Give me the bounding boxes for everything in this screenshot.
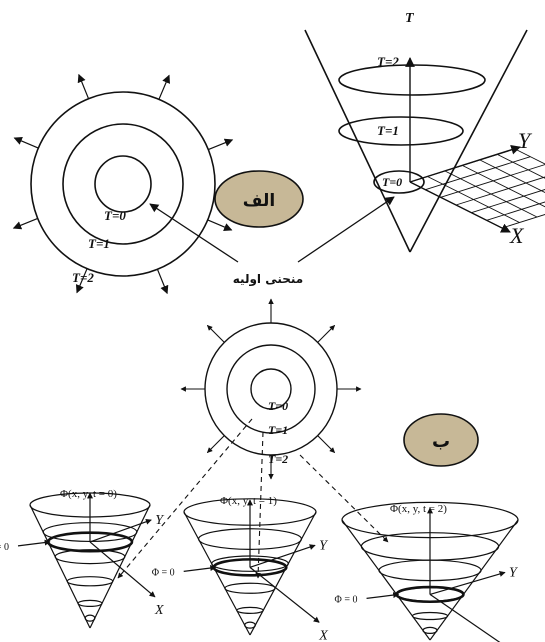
- axis-x: [429, 593, 501, 642]
- grid-line: [479, 159, 545, 194]
- ring-label-t2-b: T=2: [268, 452, 288, 466]
- front-rings-a: [30, 91, 216, 277]
- cone-slice-t0: [373, 170, 425, 194]
- cone-slice: [54, 549, 126, 565]
- projection-t0: [117, 418, 253, 579]
- axis-x: [249, 566, 320, 623]
- outward-arrow: [206, 435, 225, 454]
- cone-slice: [411, 611, 449, 621]
- cone-title: Φ(x, y, t = 2): [390, 503, 447, 515]
- ring-t0-a: [94, 155, 152, 213]
- axis-y: [249, 544, 316, 568]
- cone-side-left: [183, 511, 251, 636]
- phi-zero-pointer: [17, 539, 51, 547]
- ring-t1-b: [226, 344, 316, 434]
- cone-title: Φ(x, y, t = 1): [220, 495, 277, 507]
- ring-t2-a: [30, 91, 216, 277]
- outward-arrow: [208, 138, 234, 151]
- cone-slice: [244, 621, 256, 629]
- cones-b: Φ(x, y, t = 0) Φ = 0 Y X Φ(x, y, t = 1) Φ = 0…: [0, 488, 519, 642]
- cone-label-t0: T=0: [382, 175, 402, 189]
- cone-slice: [236, 606, 264, 615]
- projection-lines-b: [117, 418, 389, 579]
- cone-a: [304, 29, 528, 253]
- badge-ellipse-b: [403, 413, 479, 467]
- cone-slice-t2: [338, 64, 486, 96]
- outward-arrow: [317, 435, 336, 454]
- cone-b-2: Φ(x, y, t = 1) Φ = 0 Y X: [152, 495, 329, 642]
- outward-arrows-a: [12, 73, 234, 295]
- grid-line: [501, 214, 545, 229]
- cone-slice: [422, 626, 438, 635]
- outward-arrow: [158, 74, 171, 100]
- phi-zero-label: Φ = 0: [335, 594, 358, 605]
- axis-x-a: [409, 181, 511, 233]
- cone-b-3: Φ(x, y, t = 2)Φ = 0YX: [335, 501, 519, 642]
- outward-arrow: [317, 324, 336, 343]
- axis-x-label: X: [318, 628, 328, 642]
- outward-arrow: [13, 136, 39, 149]
- caption-pointer-right: [297, 196, 395, 263]
- axis-y-label-a: Y: [518, 128, 533, 153]
- cone-b-1: Φ(x, y, t = 0) Φ = 0 Y X: [0, 488, 165, 629]
- axis-y: [429, 571, 506, 595]
- panel-a: T=0 T=1 T=2 الف منحنی اولیه T T=2 T=1 T=…: [12, 11, 545, 295]
- cone-side-left: [341, 519, 431, 641]
- axis-y-label: Y: [155, 513, 165, 528]
- panel-b: T=0 T=1 T=2 ب Φ(x, y, t = 0)Φ = 0YXΦ(x, …: [0, 298, 519, 642]
- ring-t1-a: [62, 123, 184, 245]
- axis-y-label: Y: [319, 538, 329, 553]
- outward-arrows-b: [180, 298, 362, 480]
- outward-arrow: [77, 73, 90, 99]
- ring-t0-b: [250, 368, 292, 410]
- cone-side-right: [429, 519, 519, 641]
- phi-zero-pointer: [366, 592, 400, 599]
- grid-line: [497, 154, 545, 179]
- cone-label-t2: T=2: [377, 54, 399, 69]
- ring-label-t1-a: T=1: [88, 236, 110, 251]
- outward-arrow: [75, 268, 88, 294]
- cone-slice: [84, 614, 96, 622]
- caption-pointer-left: [149, 203, 239, 263]
- grid-line: [471, 189, 545, 214]
- cone-slice: [66, 576, 114, 587]
- axis-x-label-a: X: [509, 223, 525, 248]
- cone-title: Φ(x, y, t = 0): [60, 488, 117, 500]
- outward-arrow: [207, 219, 233, 232]
- ring-label-t0-b: T=0: [268, 399, 288, 413]
- axis-y-a: [409, 145, 521, 183]
- outward-arrow: [156, 269, 169, 295]
- cone-slice: [224, 582, 276, 594]
- outward-arrow: [206, 324, 225, 343]
- cone-slice-t1: [338, 116, 464, 146]
- outward-arrow: [12, 217, 38, 230]
- grid-line: [514, 148, 545, 165]
- projection-t1: [255, 431, 264, 579]
- cone-side-right-a: [409, 29, 528, 253]
- axis-top-label-a: T: [405, 11, 415, 26]
- ring-label-t1-b: T=1: [268, 423, 288, 437]
- phi-zero-label: Φ = 0: [0, 542, 9, 553]
- cone-side-left: [29, 504, 91, 629]
- phi-zero-pointer: [183, 565, 217, 572]
- axis-x: [89, 541, 156, 598]
- axis-y-label: Y: [509, 565, 519, 580]
- projection-t2: [299, 454, 389, 543]
- cone-side-right: [249, 511, 317, 636]
- caption-initial-curve: منحنی اولیه: [233, 272, 303, 287]
- grid-line: [486, 201, 545, 221]
- cone-label-t1: T=1: [377, 123, 399, 138]
- cone-slice: [77, 599, 103, 608]
- phi-zero-label: Φ = 0: [152, 567, 175, 578]
- badge-label-b: ب: [432, 431, 450, 452]
- ring-label-t0-a: T=0: [104, 208, 126, 223]
- badge-label-a: الف: [243, 191, 275, 211]
- axis-x-label: X: [154, 603, 164, 618]
- badge-ellipse-a: [214, 170, 304, 228]
- axis-y: [89, 518, 152, 543]
- ring-label-t2-a: T=2: [72, 270, 94, 285]
